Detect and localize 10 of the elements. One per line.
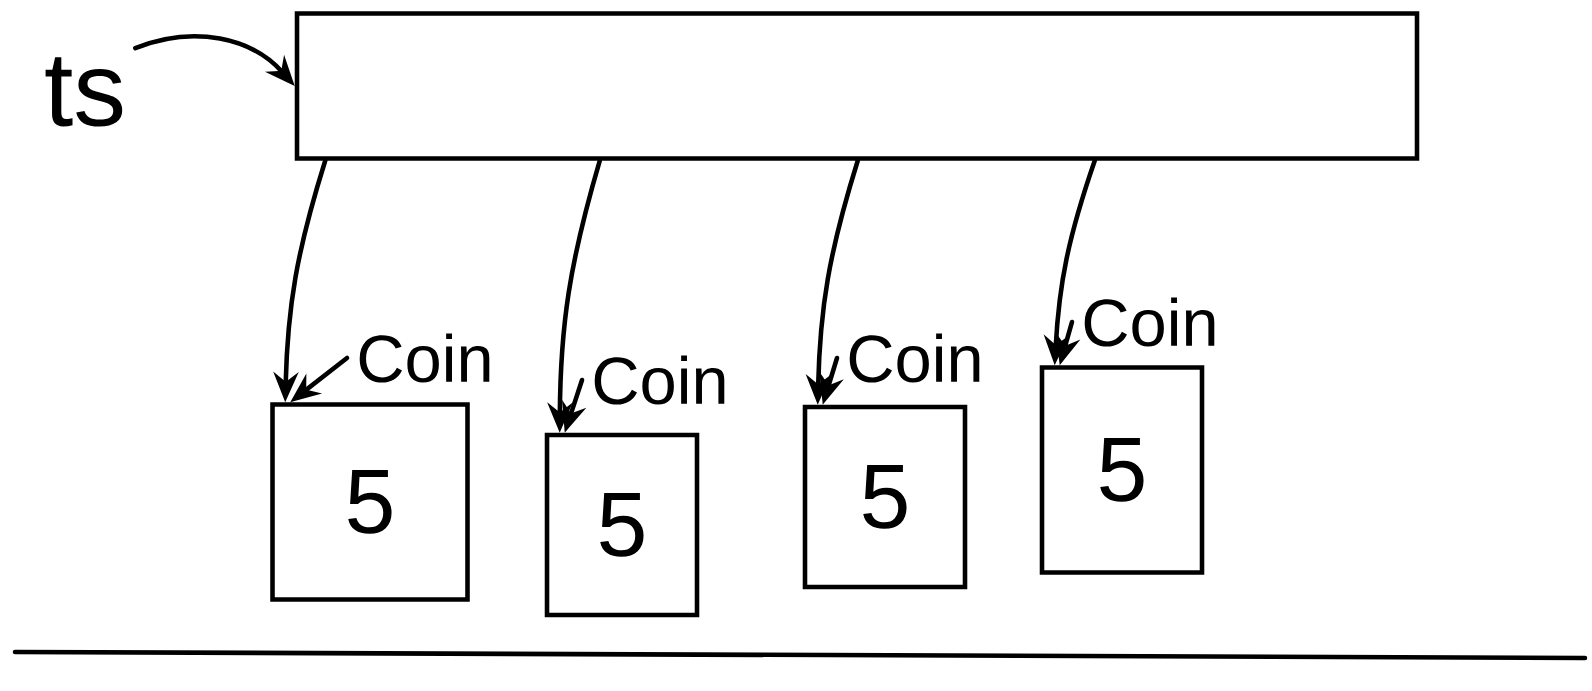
type-label: Coin: [1084, 297, 1215, 347]
array-box: [294, 11, 1420, 161]
type-label: Coin: [594, 355, 725, 405]
variable-label: ts: [45, 57, 123, 127]
coin-box: 5: [802, 404, 968, 590]
coin-box: 5: [544, 432, 700, 618]
coin-box: 5: [1039, 365, 1205, 575]
type-label: Coin: [359, 333, 490, 383]
coin-box: 5: [270, 402, 470, 602]
type-label: Coin: [849, 333, 980, 383]
